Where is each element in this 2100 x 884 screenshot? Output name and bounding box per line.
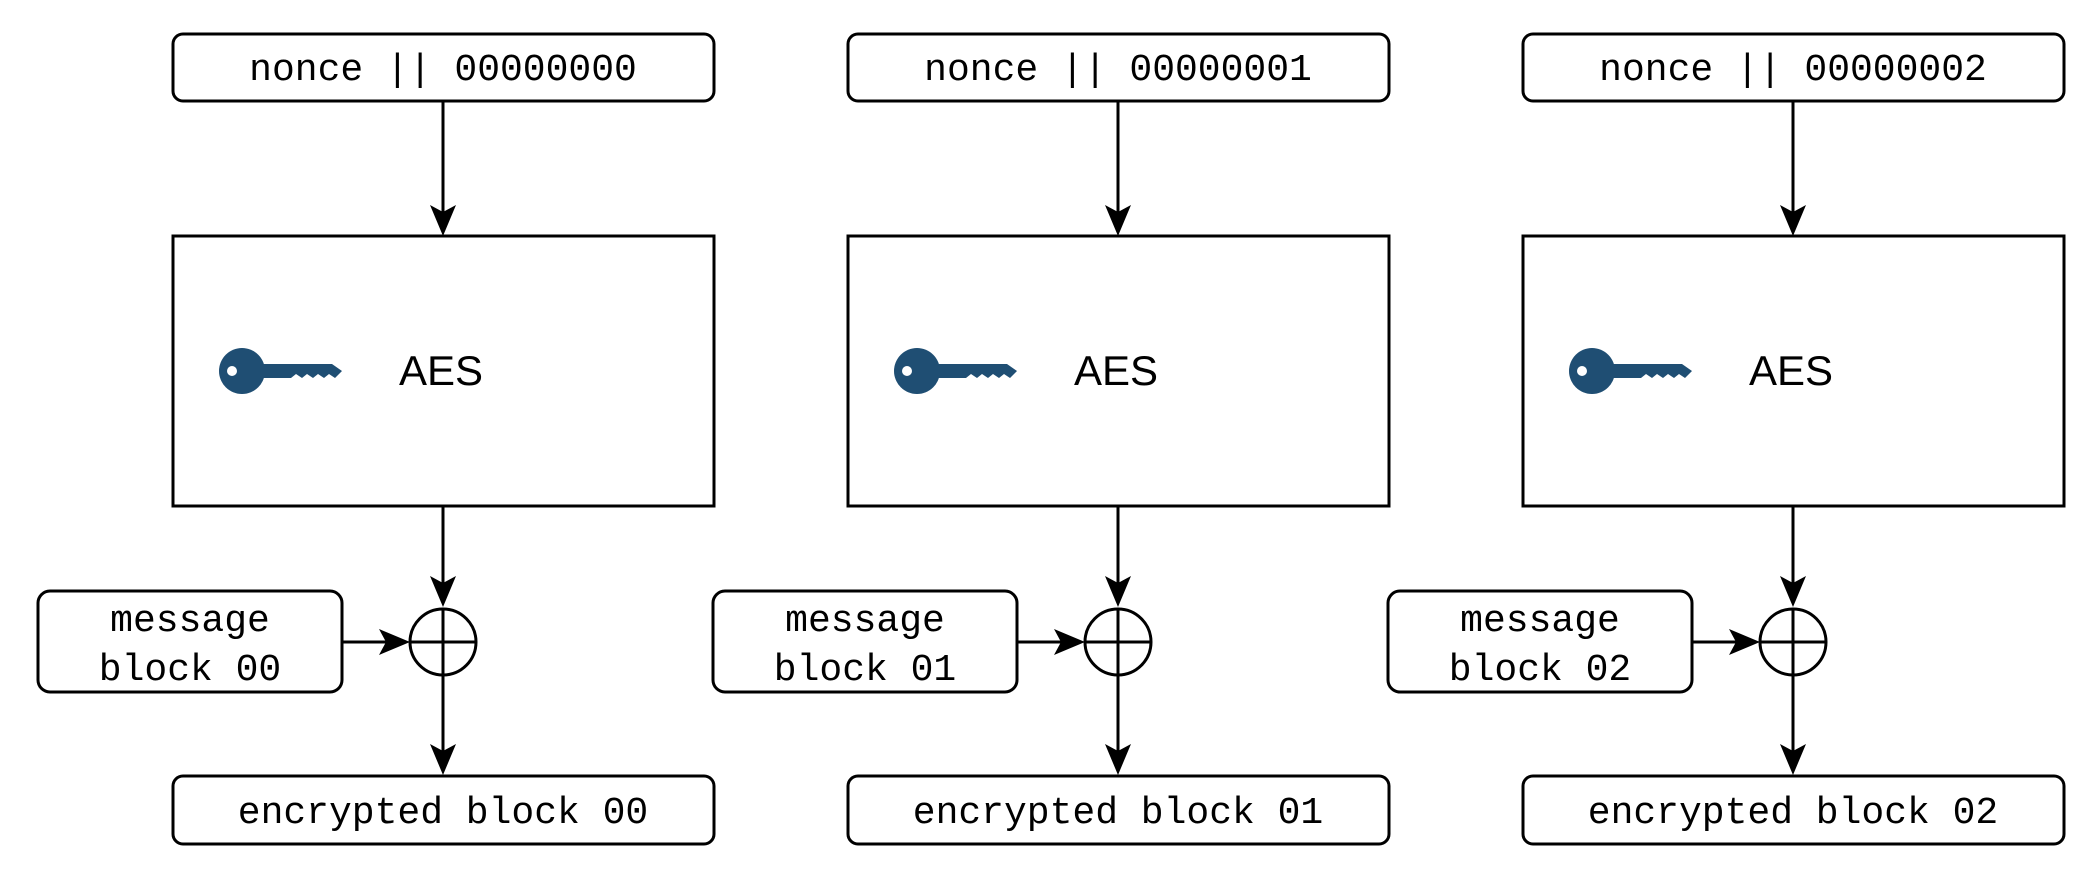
message-block-box: message block 01 — [711, 589, 1019, 694]
arrow-xor-to-output — [1105, 675, 1131, 775]
counter-input-box: nonce || 00000001 — [846, 32, 1391, 103]
message-label-line-1: message — [785, 600, 945, 643]
arrow-message-to-xor — [342, 629, 410, 655]
encrypted-block-label: encrypted block 01 — [913, 792, 1323, 835]
counter-input-label: nonce || 00000000 — [249, 49, 637, 92]
encrypted-block-box: encrypted block 00 — [171, 774, 716, 846]
stage-2: nonce || 00000002 AES message block 02 — [1386, 32, 2066, 846]
arrow-aes-to-xor — [430, 506, 456, 607]
key-icon — [894, 348, 1017, 394]
arrow-counter-to-aes — [430, 101, 456, 236]
arrow-counter-to-aes — [1105, 101, 1131, 236]
aes-block: AES — [846, 234, 1391, 508]
arrow-message-to-xor — [1017, 629, 1085, 655]
message-label-line-2: block 01 — [774, 649, 956, 692]
key-icon — [219, 348, 342, 394]
counter-input-label: nonce || 00000001 — [924, 49, 1312, 92]
counter-input-box: nonce || 00000002 — [1521, 32, 2066, 103]
message-label-line-1: message — [110, 600, 270, 643]
message-label-line-1: message — [1460, 600, 1620, 643]
aes-label: AES — [1074, 347, 1158, 394]
arrow-message-to-xor — [1692, 629, 1760, 655]
stage-1: nonce || 00000001 AES message block 01 — [711, 32, 1391, 846]
xor-icon — [1758, 607, 1828, 677]
counter-input-label: nonce || 00000002 — [1599, 49, 1987, 92]
arrow-aes-to-xor — [1780, 506, 1806, 607]
aes-block: AES — [171, 234, 716, 508]
message-block-box: message block 02 — [1386, 589, 1694, 694]
arrow-counter-to-aes — [1780, 101, 1806, 236]
message-label-line-2: block 00 — [99, 649, 281, 692]
counter-input-box: nonce || 00000000 — [171, 32, 716, 103]
message-block-box: message block 00 — [36, 589, 344, 694]
key-icon — [1569, 348, 1692, 394]
aes-label: AES — [1749, 347, 1833, 394]
message-label-line-2: block 02 — [1449, 649, 1631, 692]
encrypted-block-box: encrypted block 02 — [1521, 774, 2066, 846]
arrow-aes-to-xor — [1105, 506, 1131, 607]
arrow-xor-to-output — [1780, 675, 1806, 775]
xor-icon — [408, 607, 478, 677]
stage-0: nonce || 00000000 AES message block 00 — [36, 32, 716, 846]
encrypted-block-box: encrypted block 01 — [846, 774, 1391, 846]
aes-label: AES — [399, 347, 483, 394]
encrypted-block-label: encrypted block 02 — [1588, 792, 1998, 835]
arrow-xor-to-output — [430, 675, 456, 775]
xor-icon — [1083, 607, 1153, 677]
encrypted-block-label: encrypted block 00 — [238, 792, 648, 835]
aes-block: AES — [1521, 234, 2066, 508]
